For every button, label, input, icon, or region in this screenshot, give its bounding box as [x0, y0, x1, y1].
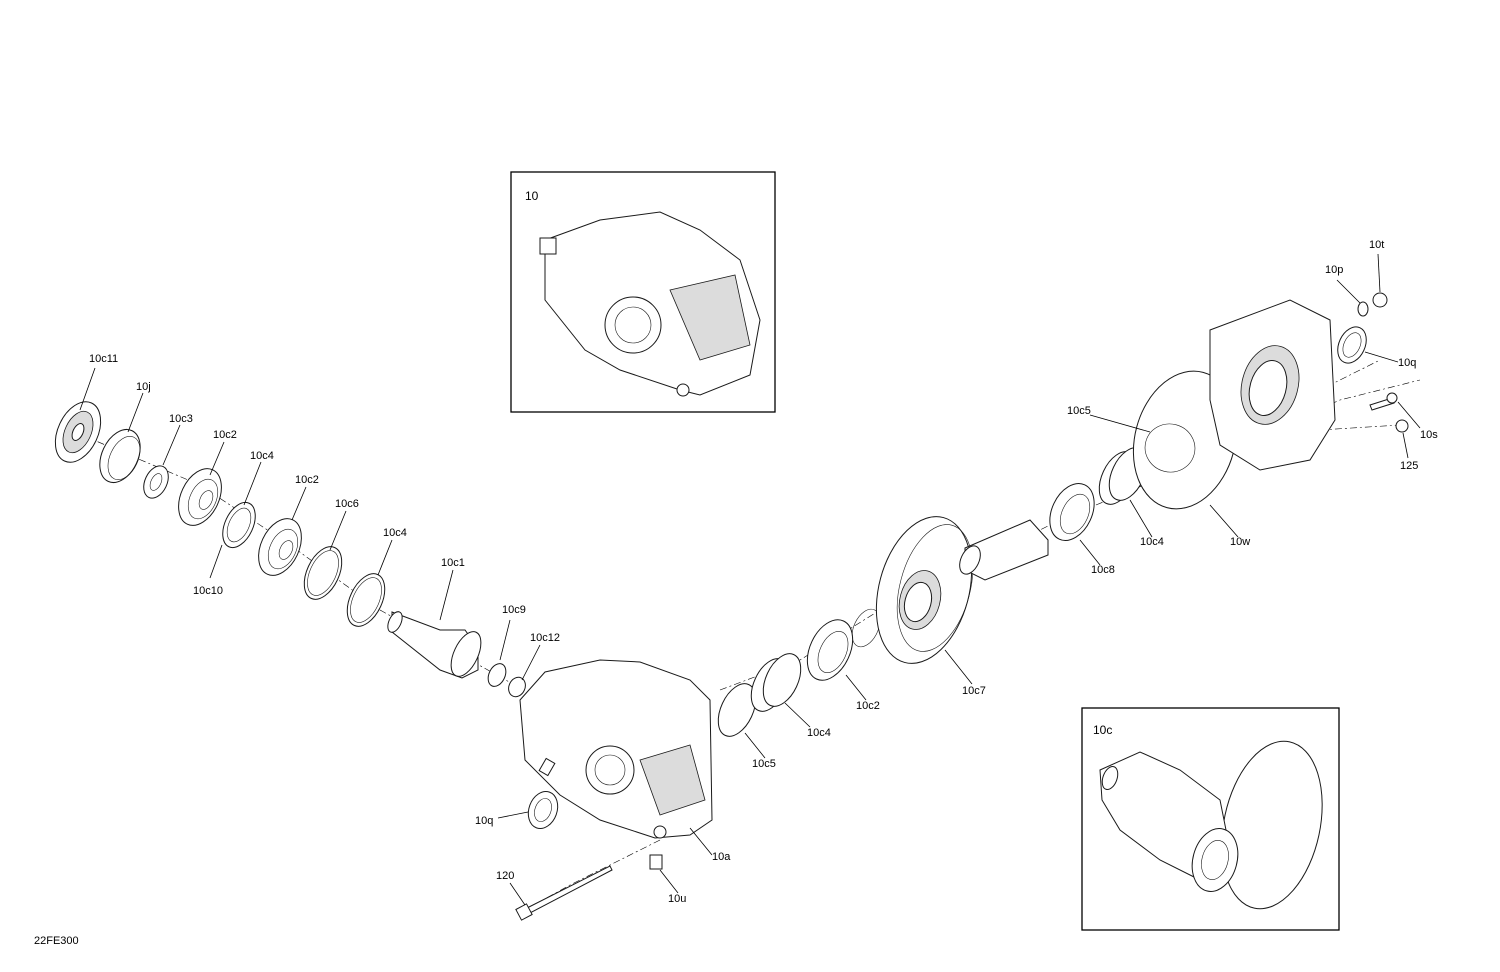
label-10j: 10j: [136, 381, 151, 393]
part-fitting: [538, 757, 556, 777]
part-10c9-bearing: [487, 663, 507, 687]
label-10c11: 10c11: [89, 353, 118, 365]
label-10c4: 10c4: [807, 727, 831, 739]
label-10c3: 10c3: [169, 413, 193, 425]
label-10c5: 10c5: [1067, 405, 1091, 417]
label-10c9: 10c9: [502, 604, 526, 616]
part-10c4-ring-left: [346, 573, 386, 627]
part-10q-seal-right: [1337, 326, 1367, 364]
label-10q: 10q: [1398, 357, 1416, 369]
part-10c8-bearing: [1049, 483, 1095, 541]
part-10c4-rings-middle: [750, 653, 802, 712]
part-10c6-ring: [303, 546, 343, 600]
label-10c12: 10c12: [530, 632, 560, 644]
detail-box-10-title: 10: [525, 189, 539, 203]
leader-lines: [79, 253, 1421, 906]
part-10c10-washer: [222, 501, 256, 549]
part-10c2-bearing-left: [178, 468, 222, 526]
part-10t-nut: [1372, 292, 1388, 308]
part-125-nut: [1395, 419, 1409, 433]
label-10c4: 10c4: [1140, 536, 1164, 548]
part-10s-bolt: [1369, 392, 1398, 411]
part-10p-washer: [1357, 301, 1369, 317]
diagram-code: 22FE300: [34, 935, 79, 947]
part-right-cover: [1209, 299, 1336, 471]
label-10c8: 10c8: [1091, 564, 1115, 576]
label-10c2: 10c2: [856, 700, 880, 712]
part-output-shaft: [959, 519, 1049, 581]
label-10a: 10a: [712, 851, 731, 863]
part-10c2-bearing-middle: [806, 608, 881, 681]
part-labels: 10c11 10j 10c3 10c2 10c4 10c2 10c6 10c4 …: [89, 239, 1438, 905]
detail-box-10c: 10c: [1081, 707, 1340, 931]
detail-box-10: 10: [510, 171, 776, 413]
label-10q: 10q: [475, 815, 493, 827]
detail-box-10c-title: 10c: [1093, 723, 1112, 737]
label-10w: 10w: [1230, 536, 1250, 548]
label-10u: 10u: [668, 893, 686, 905]
part-10c3-nut: [143, 465, 169, 499]
part-10c1-pinion-shaft: [387, 611, 482, 679]
label-10c4: 10c4: [250, 450, 274, 462]
label-120: 120: [496, 870, 514, 882]
label-10c1: 10c1: [441, 557, 465, 569]
label-10t: 10t: [1369, 239, 1384, 251]
part-10c12-spacer: [508, 676, 526, 698]
label-10s: 10s: [1420, 429, 1438, 441]
label-10c4: 10c4: [383, 527, 407, 539]
part-10c5-ring-middle: [717, 683, 757, 737]
label-10c6: 10c6: [335, 498, 359, 510]
label-10c10: 10c10: [193, 585, 223, 597]
part-10j-ring: [99, 429, 141, 483]
label-10p: 10p: [1325, 264, 1343, 276]
part-10q-seal-left: [527, 791, 559, 829]
part-10u-plug: [649, 854, 663, 870]
part-10c2-bearing-second: [258, 518, 302, 576]
part-10a-housing: [519, 659, 713, 839]
part-10c11-seal: [54, 401, 102, 463]
part-10c7-ring-gear: [875, 516, 974, 664]
label-10c7: 10c7: [962, 685, 986, 697]
label-10c2: 10c2: [213, 429, 237, 441]
label-10c5: 10c5: [752, 758, 776, 770]
part-120-bolt: [515, 865, 613, 921]
label-10c2: 10c2: [295, 474, 319, 486]
label-125: 125: [1400, 460, 1418, 472]
